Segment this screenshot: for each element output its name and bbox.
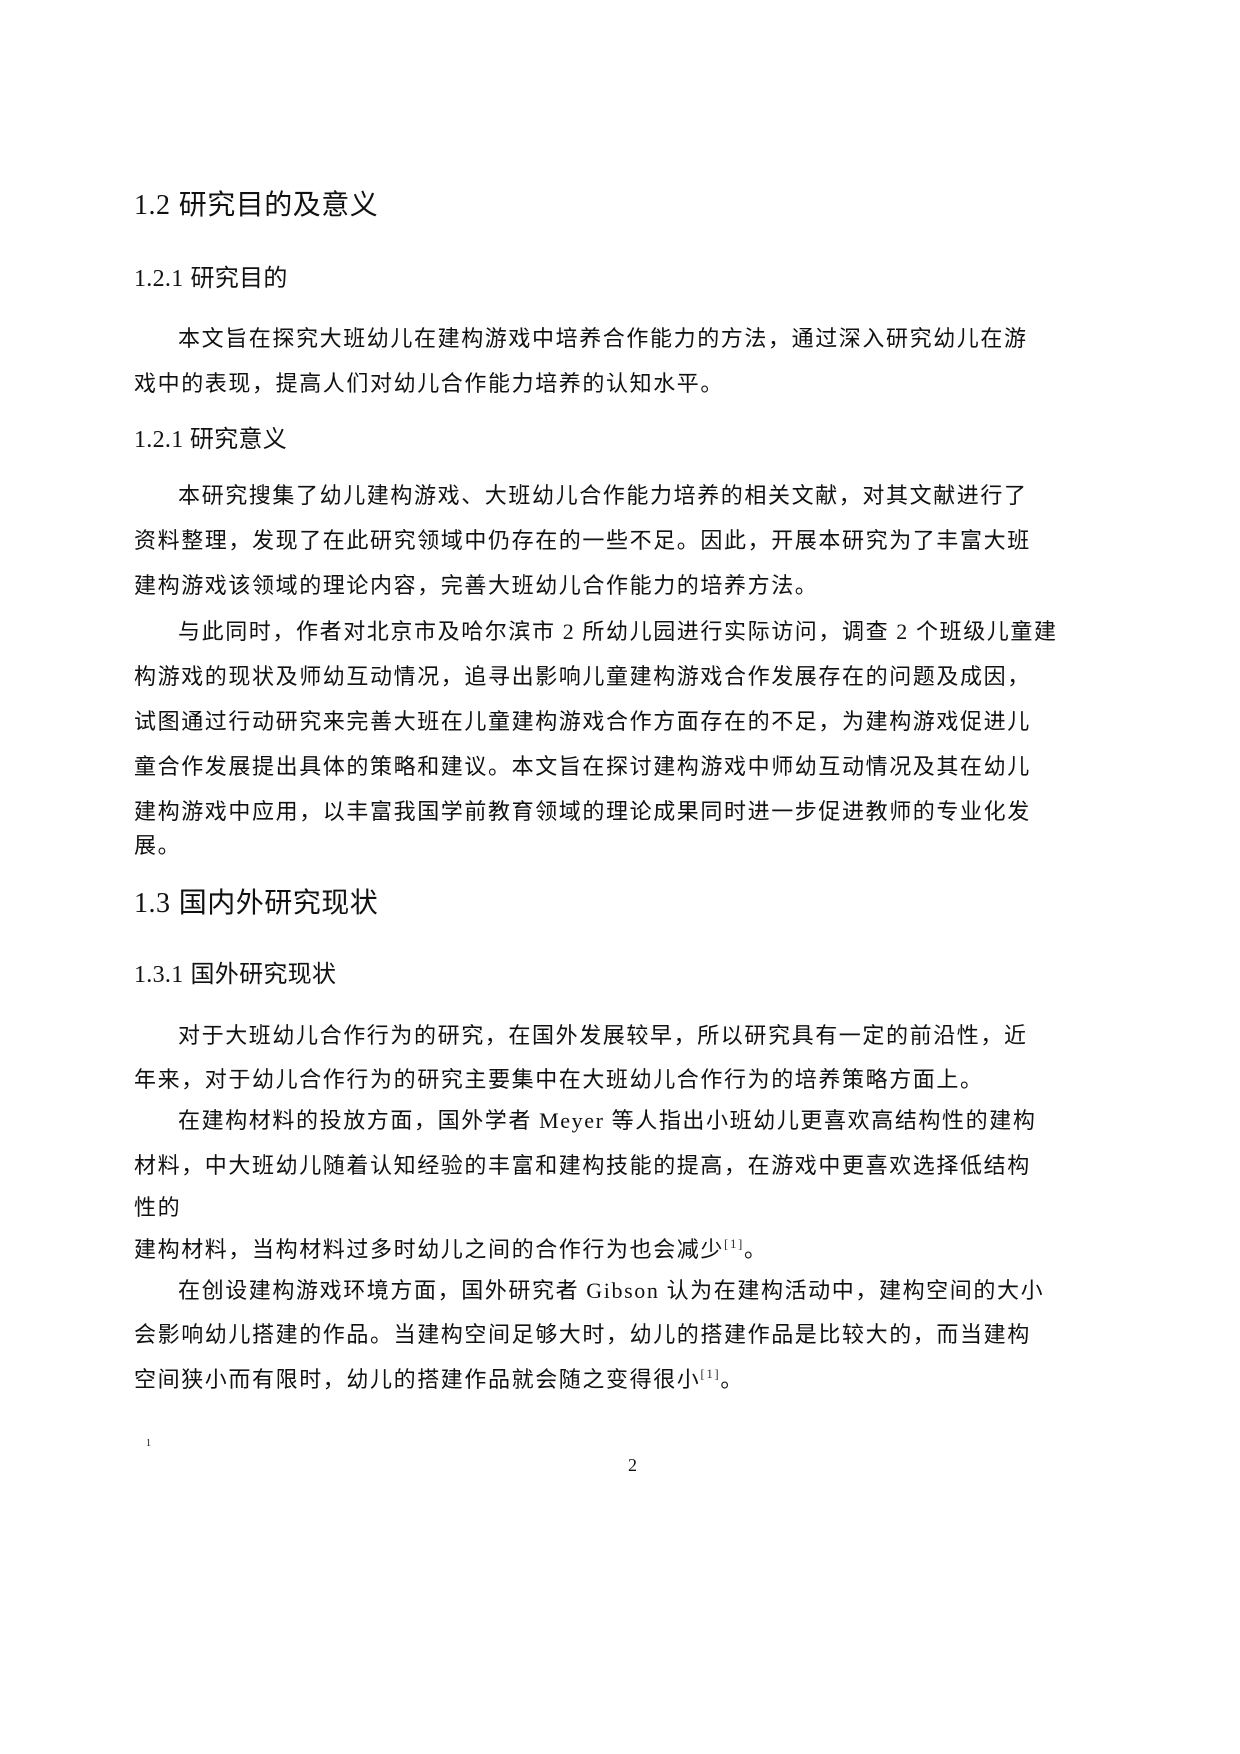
paragraph-line: 年来，对于幼儿合作行为的研究主要集中在大班幼儿合作行为的培养策略方面上。 (134, 1067, 984, 1092)
line-period: 。 (743, 1237, 768, 1262)
heading-number: 1.3 (134, 888, 171, 919)
paragraph-line: 本研究搜集了幼儿建构游戏、大班幼儿合作能力培养的相关文献，对其文献进行了 (178, 483, 1028, 508)
heading-number: 1.2.1 (134, 427, 190, 453)
paragraph-line: 性的 (134, 1195, 182, 1220)
paragraph-line: 材料，中大班幼儿随着认知经验的丰富和建构技能的提高，在游戏中更喜欢选择低结构 (134, 1153, 1031, 1178)
paragraph-line: 对于大班幼儿合作行为的研究，在国外发展较早，所以研究具有一定的前沿性，近 (178, 1023, 1028, 1048)
paragraph-line: 在建构材料的投放方面，国外学者 Meyer 等人指出小班幼儿更喜欢高结构性的建构 (178, 1108, 1037, 1133)
line-text: 空间狭小而有限时，幼儿的搭建作品就会随之变得很小 (134, 1367, 701, 1392)
line-text: 建构材料，当构材料过多时幼儿之间的合作行为也会减少 (134, 1237, 725, 1262)
paragraph-line-with-citation: 空间狭小而有限时，幼儿的搭建作品就会随之变得很小[1]。 (134, 1365, 744, 1395)
heading-number: 1.2.1 (134, 266, 184, 292)
paragraph-line: 童合作发展提出具体的策略和建议。本文旨在探讨建构游戏中师幼互动情况及其在幼儿 (134, 754, 1031, 779)
footnote-mark: 1 (146, 1438, 151, 1449)
citation-ref[interactable]: [1] (724, 1236, 744, 1251)
line-period: 。 (720, 1367, 744, 1392)
paragraph-line: 在创设建构游戏环境方面，国外研究者 Gibson 认为在建构活动中，建构空间的大… (178, 1278, 1045, 1303)
heading-title: 研究目的及意义 (178, 189, 379, 220)
paragraph-line: 会影响幼儿搭建的作品。当建构空间足够大时，幼儿的搭建作品是比较大的，而当建构 (134, 1322, 1031, 1347)
paragraph-line: 建构游戏该领域的理论内容，完善大班幼儿合作能力的培养方法。 (134, 573, 819, 598)
heading-title: 国外研究现状 (190, 961, 337, 988)
heading-1-2: 1.2 研究目的及意义 (134, 187, 378, 224)
paragraph-line: 构游戏的现状及师幼互动情况，追寻出影响儿童建构游戏合作发展存在的问题及成因， (134, 664, 1031, 689)
heading-1-2-1-significance: 1.2.1 研究意义 (134, 424, 287, 456)
heading-title: 国内外研究现状 (178, 887, 379, 918)
paragraph-line: 与此同时，作者对北京市及哈尔滨市 2 所幼儿园进行实际访问，调查 2 个班级儿童… (178, 619, 1058, 644)
heading-number: 1.3.1 (134, 962, 184, 988)
paragraph-line: 试图通过行动研究来完善大班在儿童建构游戏合作方面存在的不足，为建构游戏促进儿 (134, 709, 1031, 734)
paragraph-line: 资料整理，发现了在此研究领域中仍存在的一些不足。因此，开展本研究为了丰富大班 (134, 528, 1031, 553)
heading-1-2-1-purpose: 1.2.1 研究目的 (134, 263, 288, 295)
paragraph-line: 展。 (134, 833, 182, 858)
paragraph-line: 本文旨在探究大班幼儿在建构游戏中培养合作能力的方法，通过深入研究幼儿在游 (178, 326, 1028, 351)
heading-1-3: 1.3 国内外研究现状 (134, 885, 378, 922)
paragraph-line: 建构游戏中应用，以丰富我国学前教育领域的理论成果同时进一步促进教师的专业化发 (134, 799, 1031, 824)
heading-number: 1.2 (134, 190, 171, 221)
paragraph-line-with-citation: 建构材料，当构材料过多时幼儿之间的合作行为也会减少[1]。 (134, 1235, 768, 1265)
heading-title: 研究目的 (190, 265, 288, 292)
citation-ref[interactable]: [1] (700, 1366, 721, 1381)
heading-title: 研究意义 (189, 426, 288, 453)
heading-1-3-1: 1.3.1 国外研究现状 (134, 959, 336, 991)
paragraph-line: 戏中的表现，提高人们对幼儿合作能力培养的认知水平。 (134, 371, 725, 396)
page-number: 2 (628, 1455, 637, 1475)
